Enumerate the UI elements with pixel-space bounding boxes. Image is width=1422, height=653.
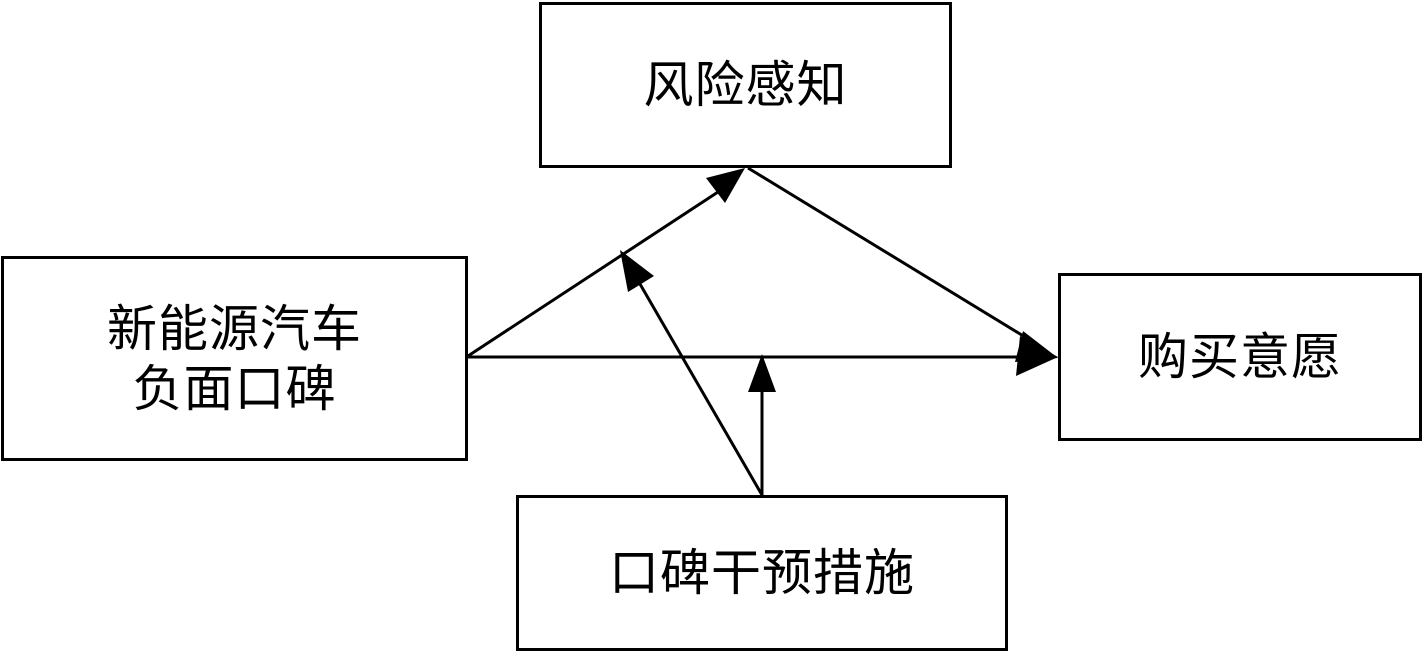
node-wom-intervention: 口碑干预措施 [516,495,1008,651]
arrowhead-to-risk [706,168,745,203]
node-purchase-intention: 购买意愿 [1058,273,1422,441]
arrowhead-to-purchase-direct [1016,336,1058,376]
node-negative-wom: 新能源汽车 负面口碑 [1,256,468,461]
node-negative-wom-label: 新能源汽车 负面口碑 [107,299,362,418]
arrow-risk-to-purchase [747,166,1031,342]
node-risk-perception: 风险感知 [539,2,952,168]
node-purchase-intention-label: 购买意愿 [1138,328,1342,386]
arrow-intervention-to-mediation [638,283,764,496]
node-wom-intervention-label: 口碑干预措施 [609,544,915,602]
arrowhead-to-direct-path [748,354,776,392]
arrow-source-to-risk [467,190,719,358]
node-risk-perception-label: 风险感知 [643,56,848,114]
arrowhead-to-mediation-path [620,250,654,292]
